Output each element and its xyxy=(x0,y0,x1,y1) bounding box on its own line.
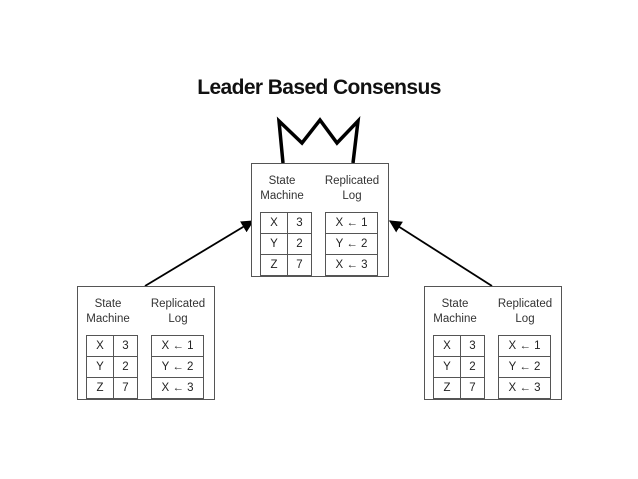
sm-key: Y xyxy=(433,356,461,378)
sm-key: Z xyxy=(260,254,288,276)
replicated-log-table: X ← 1 Y ← 2 X ← 3 xyxy=(498,335,551,399)
diagram-title: Leader Based Consensus xyxy=(197,76,441,99)
table-row: Y 2 xyxy=(260,233,312,255)
table-row: Z 7 xyxy=(86,377,138,399)
log-entry: Y ← 2 xyxy=(325,233,378,255)
table-row: X ← 3 xyxy=(151,377,204,399)
follower-node-left: State Machine Replicated Log X 3 Y 2 Z 7… xyxy=(77,286,215,400)
log-entry: X ← 1 xyxy=(325,212,378,234)
edge-left-to-leader xyxy=(144,220,255,287)
table-row: X 3 xyxy=(433,335,485,357)
state-machine-header: State Machine xyxy=(260,175,304,202)
log-entry: Y ← 2 xyxy=(151,356,204,378)
crown-icon xyxy=(276,115,361,164)
table-row: Z 7 xyxy=(433,377,485,399)
sm-value: 2 xyxy=(113,356,138,378)
log-entry: X ← 3 xyxy=(325,254,378,276)
table-row: Z 7 xyxy=(260,254,312,276)
state-machine-table: X 3 Y 2 Z 7 xyxy=(433,335,485,399)
table-row: X ← 1 xyxy=(498,335,551,357)
table-row: Y ← 2 xyxy=(325,233,378,255)
sm-value: 3 xyxy=(287,212,312,234)
log-entry: X ← 1 xyxy=(151,335,204,357)
sm-key: Y xyxy=(260,233,288,255)
table-row: X ← 1 xyxy=(325,212,378,234)
log-entry: Y ← 2 xyxy=(498,356,551,378)
sm-value: 7 xyxy=(113,377,138,399)
table-row: X 3 xyxy=(260,212,312,234)
sm-key: Z xyxy=(433,377,461,399)
edge-right-to-leader xyxy=(388,220,493,287)
replicated-log-header: Replicated Log xyxy=(150,298,206,325)
replicated-log-header: Replicated Log xyxy=(497,298,553,325)
log-entry: X ← 3 xyxy=(498,377,551,399)
table-row: Y 2 xyxy=(86,356,138,378)
sm-key: X xyxy=(260,212,288,234)
table-row: Y ← 2 xyxy=(498,356,551,378)
table-row: Y ← 2 xyxy=(151,356,204,378)
sm-value: 7 xyxy=(460,377,485,399)
sm-key: X xyxy=(433,335,461,357)
replicated-log-table: X ← 1 Y ← 2 X ← 3 xyxy=(151,335,204,399)
log-entry: X ← 3 xyxy=(151,377,204,399)
sm-value: 2 xyxy=(460,356,485,378)
table-row: Y 2 xyxy=(433,356,485,378)
table-row: X ← 1 xyxy=(151,335,204,357)
state-machine-header: State Machine xyxy=(433,298,477,325)
sm-value: 3 xyxy=(113,335,138,357)
table-row: X ← 3 xyxy=(498,377,551,399)
table-row: X ← 3 xyxy=(325,254,378,276)
sm-key: Y xyxy=(86,356,114,378)
sm-value: 3 xyxy=(460,335,485,357)
sm-key: Z xyxy=(86,377,114,399)
sm-value: 7 xyxy=(287,254,312,276)
state-machine-table: X 3 Y 2 Z 7 xyxy=(260,212,312,276)
sm-key: X xyxy=(86,335,114,357)
follower-node-right: State Machine Replicated Log X 3 Y 2 Z 7… xyxy=(424,286,562,400)
replicated-log-table: X ← 1 Y ← 2 X ← 3 xyxy=(325,212,378,276)
replicated-log-header: Replicated Log xyxy=(324,175,380,202)
state-machine-table: X 3 Y 2 Z 7 xyxy=(86,335,138,399)
log-entry: X ← 1 xyxy=(498,335,551,357)
state-machine-header: State Machine xyxy=(86,298,130,325)
table-row: X 3 xyxy=(86,335,138,357)
sm-value: 2 xyxy=(287,233,312,255)
leader-node: State Machine Replicated Log X 3 Y 2 Z 7… xyxy=(251,163,389,277)
